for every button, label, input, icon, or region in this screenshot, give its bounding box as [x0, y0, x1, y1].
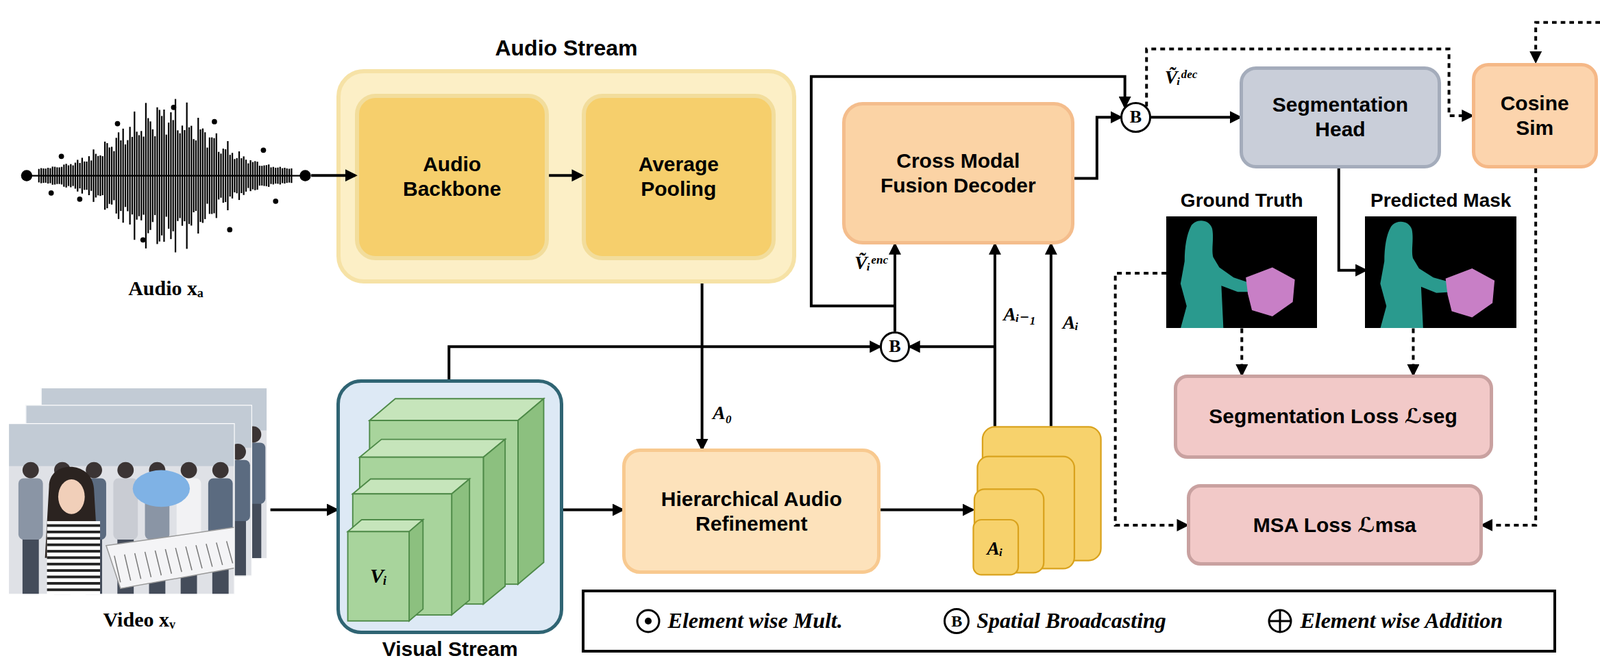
arrow	[563, 509, 623, 512]
operator-symbol	[635, 608, 662, 635]
heading: Predicted Mask	[1370, 189, 1511, 213]
video-input: Video xᵥ	[8, 387, 271, 633]
heading: Visual Stream	[382, 637, 519, 662]
audio-input: Audio xₐ	[20, 87, 312, 302]
predicted-mask: Predicted Mask	[1364, 216, 1516, 329]
fusion-decoder-box: Cross Modal Fusion Decoder	[842, 102, 1076, 245]
segmentation-head-box: Segmentation Head	[1239, 66, 1441, 169]
audio-stream-band: Audio BackboneAverage PoolingAudio Strea…	[336, 69, 796, 284]
legend-text: Element wise Addition	[1299, 608, 1503, 634]
edge-label: A₀	[711, 400, 734, 425]
broadcast-circle: B	[1120, 102, 1152, 133]
dotted-arrow	[1411, 328, 1415, 375]
node-label: Audio xₐ	[128, 276, 204, 301]
node-label: Segmentation Head	[1258, 92, 1423, 142]
ground-truth-mask: Ground Truth	[1166, 216, 1318, 329]
edge-label-holder: A₀	[711, 400, 734, 425]
arrow	[993, 244, 997, 427]
node-label: Segmentation Loss ℒseg	[1208, 404, 1457, 429]
operator-symbol	[1266, 608, 1294, 635]
arrow	[1074, 117, 1121, 179]
heading: Audio Stream	[494, 34, 638, 61]
node-label: B	[888, 337, 901, 356]
segmentation-mask	[1364, 216, 1516, 329]
node-label: MSA Loss ℒmsa	[1253, 513, 1417, 538]
edge-label: Ṽᵢᵈᵉᶜ	[1163, 65, 1199, 90]
node-label: Cosine Sim	[1483, 91, 1587, 141]
arrow	[548, 174, 582, 177]
broadcast-symbol-label: B	[951, 613, 963, 630]
node-label: Average Pooling	[618, 152, 739, 202]
arrow	[270, 509, 338, 512]
label-holder: Vᵢ	[370, 565, 388, 587]
legend-text: Element wise Mult.	[668, 608, 843, 634]
node-label: Video xᵥ	[103, 607, 176, 633]
arrow	[1049, 244, 1053, 427]
legend-entry: Element wise Mult.	[635, 608, 843, 635]
edge-label-holder: Aᵢ	[1061, 310, 1080, 335]
arrow	[311, 174, 355, 177]
legend-symbol	[635, 608, 662, 635]
node-label: B	[1129, 108, 1142, 127]
legend-entry: Element wise Addition	[1266, 608, 1503, 635]
heading: Ground Truth	[1180, 189, 1304, 213]
node-label: Hierarchical Audio Refinement	[638, 487, 865, 537]
node-label: Cross Modal Fusion Decoder	[865, 148, 1051, 199]
audio-feature-stack: Aᵢ	[972, 426, 1102, 577]
legend-text: Spatial Broadcasting	[976, 608, 1167, 634]
average-pooling-box: Average Pooling	[581, 93, 776, 261]
arrow	[700, 283, 704, 449]
legend-symbol	[1266, 608, 1294, 635]
legend-box: Element wise Mult. B Spatial Broadcasting E…	[581, 589, 1557, 654]
legend-entry: B Spatial Broadcasting	[943, 608, 1167, 635]
feature-cubes	[339, 383, 560, 632]
segmentation-loss-box: Segmentation Loss ℒseg	[1173, 374, 1494, 460]
arrow	[811, 76, 1126, 332]
segmentation-mask	[1166, 216, 1318, 329]
edge-label-holder: Ṽᵢᵈᵉᶜ	[1163, 65, 1199, 90]
legend-symbol: B	[943, 608, 970, 635]
msa-loss-box: MSA Loss ℒmsa	[1186, 484, 1483, 566]
audio-backbone-box: Audio Backbone	[354, 93, 549, 261]
node-label: Aᵢ	[972, 537, 1018, 561]
arrow	[909, 346, 995, 427]
arrow	[1151, 115, 1241, 119]
broadcast-circle: B	[879, 331, 911, 363]
cosine-sim-box: Cosine Sim	[1471, 63, 1598, 168]
video-frames	[8, 387, 271, 633]
arrow	[880, 509, 973, 512]
arrow	[448, 346, 880, 380]
edge-label: Aᵢ	[1061, 310, 1080, 335]
audio-refinement-box: Hierarchical Audio Refinement	[622, 448, 881, 575]
waveform	[20, 87, 312, 302]
visual-stream-band: Visual Stream	[336, 379, 564, 635]
dotted-arrow	[1240, 328, 1243, 375]
dotted-arrow	[1535, 22, 1600, 62]
node-label: Audio Backbone	[391, 152, 512, 202]
arrow	[1338, 168, 1366, 271]
edge-label-holder: Ṽᵢᵉⁿᶜ	[853, 250, 889, 275]
edge-label: Aᵢ₋₁	[1001, 302, 1038, 327]
feature-label: Vᵢ	[370, 565, 388, 587]
edge-label: Ṽᵢᵉⁿᶜ	[853, 250, 889, 275]
edge-label-holder: Aᵢ₋₁	[1001, 302, 1038, 327]
